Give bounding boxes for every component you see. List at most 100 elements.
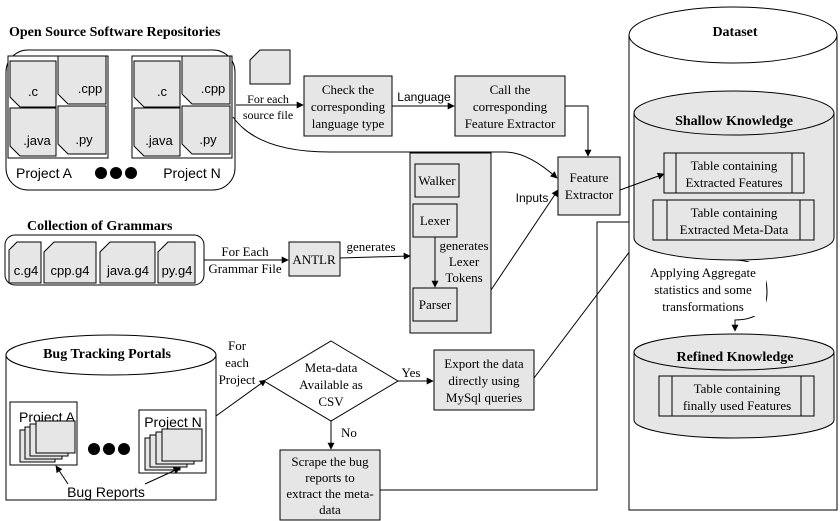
table-meta-text: Table containing — [691, 205, 778, 220]
table-final-features — [658, 375, 815, 417]
arrow — [144, 467, 181, 485]
table-final-text: finally used Features — [683, 398, 791, 413]
for-each-source-label: source file — [243, 108, 293, 122]
ellipsis-dot — [118, 443, 130, 455]
antlr-text: ANTLR — [292, 252, 336, 267]
file-label: .py — [199, 132, 217, 147]
yes-label: Yes — [402, 365, 421, 380]
file-label: .java — [145, 133, 173, 148]
decision-text: CSV — [318, 394, 344, 409]
file-icon — [57, 55, 107, 105]
grammars-title: Collection of Grammars — [27, 219, 173, 234]
for-each-project-label: For — [228, 338, 247, 353]
scrape-box — [279, 449, 381, 521]
file-icon — [181, 55, 231, 105]
walker-box — [414, 163, 460, 198]
file-label: .cpp — [201, 81, 226, 96]
grammar-file-label: cpp.g4 — [50, 263, 89, 278]
lexer-box — [412, 203, 458, 238]
antlr-box — [288, 241, 341, 277]
scrape-text: extract the meta- — [286, 486, 373, 501]
arrow — [215, 379, 267, 417]
dataset-title: Dataset — [712, 25, 757, 40]
aggregate-text: Applying Aggregate — [650, 265, 756, 280]
call-extractor-text: Feature Extractor — [465, 116, 556, 131]
lexer-text: Lexer — [420, 213, 451, 228]
ellipsis-dot — [88, 443, 100, 455]
bug-report-stack — [19, 420, 76, 463]
file-label: .cpp — [78, 81, 103, 96]
scrape-text: data — [319, 502, 341, 517]
file-label: .c — [28, 84, 39, 99]
for-each-source-label: For each — [247, 92, 289, 106]
language-label: Language — [397, 90, 451, 104]
generates-label: generates — [346, 239, 395, 254]
check-language-text: language type — [312, 116, 385, 131]
for-each-project-label: each — [225, 355, 249, 370]
arrow — [565, 105, 592, 157]
project-n-files: .c .cpp .java .py — [131, 55, 233, 159]
grammar-file-icon — [43, 241, 97, 284]
walker-text: Walker — [418, 173, 456, 188]
table-features-text: Extracted Features — [685, 175, 782, 190]
grammar-file-icon — [99, 241, 156, 284]
lexer-tokens-label: generates — [439, 238, 488, 253]
cylinder-rim — [633, 112, 835, 136]
arrow — [55, 465, 69, 485]
repos-title: Open Source Software Repositories — [9, 25, 221, 40]
for-each-grammar-label: Grammar File — [208, 261, 282, 276]
decision-text: Available as — [299, 377, 363, 392]
for-each-grammar-label: For Each — [221, 244, 269, 259]
scrape-text: reports to — [305, 470, 354, 485]
ellipsis-dot — [125, 167, 137, 179]
check-language-text: corresponding — [311, 99, 386, 114]
grammar-file-icon — [8, 241, 42, 284]
cylinder-rim — [633, 351, 835, 371]
file-label: .c — [157, 84, 168, 99]
grammar-file-label: c.g4 — [14, 263, 39, 278]
bug-reports-label: Bug Reports — [67, 484, 145, 500]
table-meta-text: Extracted Meta-Data — [680, 222, 789, 237]
file-icon — [9, 60, 57, 108]
arrow — [490, 189, 559, 291]
bug-report-stack — [144, 428, 203, 471]
cylinder-rim — [628, 34, 838, 64]
file-icon — [35, 420, 76, 454]
project-a-label: Project A — [16, 165, 73, 181]
aggregate-label-bg — [640, 262, 766, 316]
lexer-tokens-label: Lexer — [449, 254, 480, 269]
export-text: Export the data — [444, 356, 524, 371]
no-label: No — [341, 425, 357, 440]
file-label: .java — [23, 133, 51, 148]
bug-project-n-label: Project N — [144, 414, 202, 430]
cylinder-rim — [5, 354, 217, 376]
table-extracted-metadata — [652, 199, 815, 241]
shallow-knowledge-title: Shallow Knowledge — [675, 114, 793, 129]
table-extracted-features — [663, 152, 805, 194]
parser-box — [412, 287, 458, 322]
file-icon — [9, 107, 57, 157]
call-extractor-text: corresponding — [473, 99, 548, 114]
inputs-label: Inputs — [516, 191, 549, 205]
feature-extractor-box — [557, 156, 621, 216]
arrow — [619, 172, 665, 191]
arrow — [380, 218, 653, 491]
for-each-project-label: Project — [219, 372, 256, 387]
aggregate-text: statistics and some — [654, 282, 752, 297]
export-box — [433, 349, 535, 411]
feature-extractor-text: Feature — [570, 170, 609, 185]
arrow — [232, 116, 558, 179]
bug-portals-title: Bug Tracking Portals — [43, 347, 171, 362]
feature-extractor-text: Extractor — [565, 187, 614, 202]
check-language-text: Check the — [322, 82, 375, 97]
refined-knowledge-title: Refined Knowledge — [676, 350, 793, 365]
file-icon — [133, 60, 181, 108]
table-final-text: Table containing — [694, 381, 781, 396]
source-file-icon — [249, 49, 291, 85]
call-extractor-text: Call the — [490, 82, 531, 97]
file-icon — [181, 105, 231, 155]
export-text: directly using — [448, 373, 520, 388]
check-language-box — [303, 75, 393, 137]
file-icon — [161, 428, 203, 462]
